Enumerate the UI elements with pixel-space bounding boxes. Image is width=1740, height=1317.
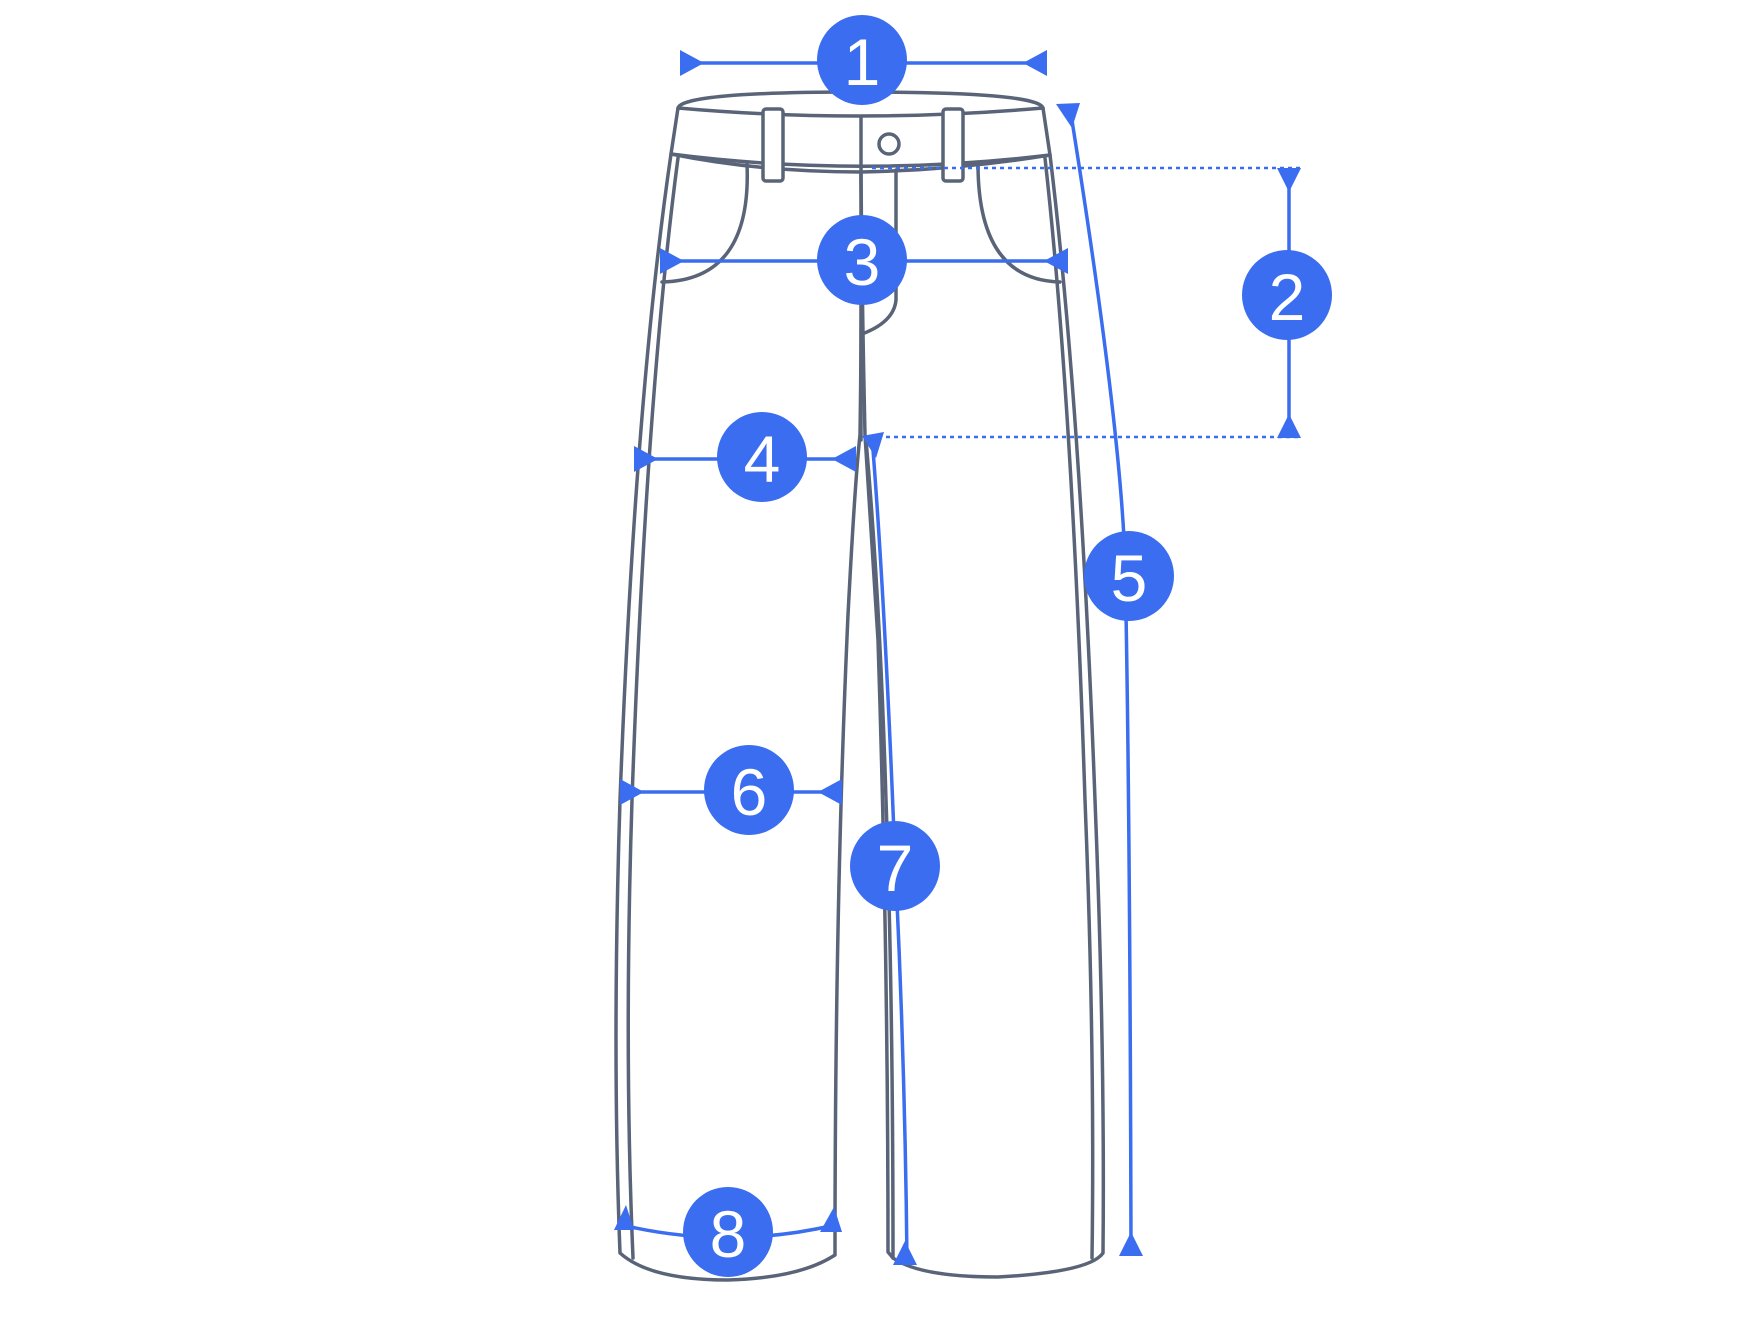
belt-loop-right xyxy=(941,107,965,183)
measurement-4-arrow-left xyxy=(634,446,658,472)
measurement-2-arrow-top xyxy=(1277,168,1301,192)
measurement-4-badge xyxy=(717,412,807,502)
left-pocket xyxy=(660,162,749,284)
measurement-2: 2 xyxy=(872,166,1332,439)
measurement-6: 6 xyxy=(620,745,842,835)
measurement-1-badge xyxy=(817,15,907,105)
measurement-1-number: 1 xyxy=(844,25,881,99)
measurement-4-arrow-right xyxy=(832,446,856,472)
measurement-2-number: 2 xyxy=(1269,260,1306,334)
right-side-seam xyxy=(1043,156,1095,1260)
measurement-2-arrow-bottom xyxy=(1277,414,1301,438)
left-side-seam xyxy=(626,156,680,1260)
measurement-4: 4 xyxy=(634,412,856,502)
measurement-7-number: 7 xyxy=(877,831,914,905)
right-leg xyxy=(859,153,1106,1279)
measurement-1-arrow-left xyxy=(680,50,704,76)
measurement-7: 7 xyxy=(850,432,940,1265)
left-leg xyxy=(614,152,864,1282)
measurement-5-number: 5 xyxy=(1111,541,1148,615)
right-inseam-seam xyxy=(864,438,895,1260)
measurement-8: 8 xyxy=(614,1187,842,1277)
measurement-7-arrow-top xyxy=(862,432,884,458)
measurement-3: 3 xyxy=(660,215,1068,305)
measurement-5-arrow-bottom xyxy=(1119,1232,1143,1256)
measurement-7-arrow-bottom xyxy=(893,1241,917,1265)
measurement-7-badge xyxy=(850,821,940,911)
button xyxy=(877,132,901,156)
measurement-1: 1 xyxy=(680,15,1047,105)
measurement-3-arrow-left xyxy=(660,248,684,274)
measurement-6-number: 6 xyxy=(731,755,768,829)
measurement-5-badge xyxy=(1084,531,1174,621)
measurement-1-arrow-right xyxy=(1023,50,1047,76)
measurement-8-arrow-right xyxy=(820,1207,842,1232)
measurement-8-arrow-left xyxy=(614,1205,634,1230)
measurement-3-number: 3 xyxy=(844,225,881,299)
measurement-6-arrow-right xyxy=(818,779,842,805)
measurement-5: 5 xyxy=(1056,103,1174,1256)
right-pocket xyxy=(976,162,1062,284)
measurement-6-badge xyxy=(704,745,794,835)
measurement-2-badge xyxy=(1242,250,1332,340)
measurement-5-arrow-top xyxy=(1056,103,1080,128)
measurement-3-badge xyxy=(817,215,907,305)
measurement-3-arrow-right xyxy=(1044,248,1068,274)
measurement-8-badge xyxy=(683,1187,773,1277)
measurement-8-number: 8 xyxy=(710,1197,747,1271)
fly-stitching xyxy=(860,168,898,336)
measurement-6-arrow-left xyxy=(620,779,644,805)
belt-loop-left xyxy=(761,107,785,183)
measurement-4-number: 4 xyxy=(744,422,781,496)
